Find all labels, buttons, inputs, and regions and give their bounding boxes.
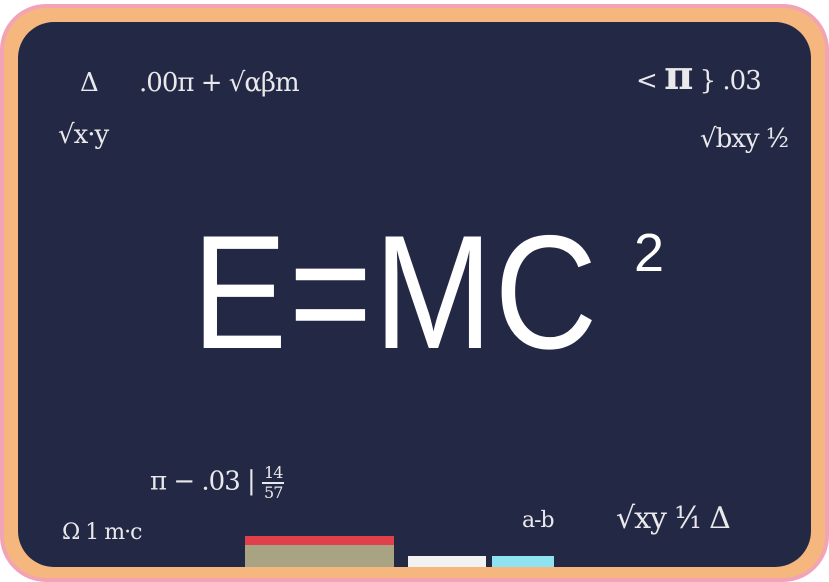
fraction: 14 57 — [262, 463, 285, 502]
angle-bracket: < — [636, 66, 658, 96]
bottom-right-formula: √xy ¹⁄₁ Δ — [616, 501, 731, 536]
formula-exponent: 2 — [634, 223, 665, 283]
chalkboard: Δ .00π + √αβm √x·y < π } .03 √bxy ¹⁄₂ E=… — [18, 22, 811, 567]
top-left-formula: Δ .00π + √αβm — [80, 68, 300, 98]
white-chalk — [408, 556, 486, 567]
eraser — [245, 545, 394, 567]
main-formula: E=MC — [192, 202, 600, 383]
pi-symbol: π — [664, 52, 693, 99]
delta-symbol: Δ — [80, 68, 99, 98]
bottom-left-omega: Ω 1 m·c — [62, 520, 142, 545]
top-right-formula: < π } .03 — [636, 56, 762, 96]
bottom-right-small: a-b — [522, 508, 555, 533]
bottom-left-expression: π − .03 | — [150, 466, 256, 497]
bottom-left-formula: π − .03 | 14 57 — [150, 463, 285, 502]
top-left-expression: .00π + √αβm — [139, 68, 300, 98]
top-right-value: } .03 — [699, 66, 762, 96]
top-right-root: √bxy ¹⁄₂ — [700, 124, 789, 154]
fraction-numerator: 14 — [262, 463, 285, 484]
chalkboard-frame: Δ .00π + √αβm √x·y < π } .03 √bxy ¹⁄₂ E=… — [0, 4, 829, 582]
top-left-root: √x·y — [58, 120, 109, 150]
fraction-denominator: 57 — [264, 482, 283, 502]
cyan-chalk — [492, 556, 554, 567]
red-chalk — [245, 536, 394, 545]
